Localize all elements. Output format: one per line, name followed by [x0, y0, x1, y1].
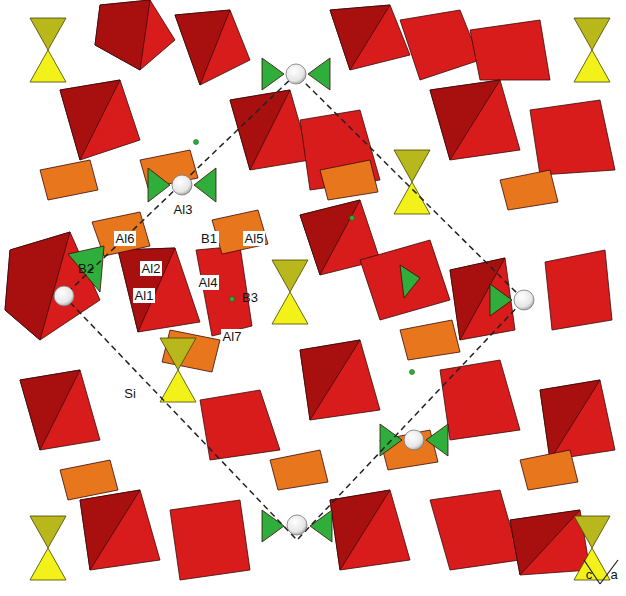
- si-tetrahedra: [30, 18, 610, 580]
- al-orange-chain: [40, 150, 578, 500]
- unit-cell: [64, 74, 524, 540]
- atom-label: Al7: [221, 329, 244, 344]
- b-triangles: [68, 58, 512, 542]
- atom-label: Al1: [133, 288, 156, 303]
- atom-label: Al3: [172, 202, 195, 217]
- atom-label: Al2: [140, 261, 163, 276]
- atom-label: B1: [199, 231, 219, 246]
- al-octahedra: [5, 0, 615, 580]
- b-atoms: [194, 140, 415, 375]
- atom-label: B2: [78, 261, 94, 276]
- atom-label: B3: [242, 290, 258, 305]
- cation-spheres: [54, 64, 534, 535]
- atom-label: Al4: [197, 275, 220, 290]
- axis-label: a: [610, 567, 617, 582]
- axis-label: c: [586, 567, 593, 582]
- atom-label: Al5: [243, 231, 266, 246]
- axes: [584, 560, 618, 584]
- atom-label: Si: [124, 386, 136, 401]
- atom-label: Al6: [114, 231, 137, 246]
